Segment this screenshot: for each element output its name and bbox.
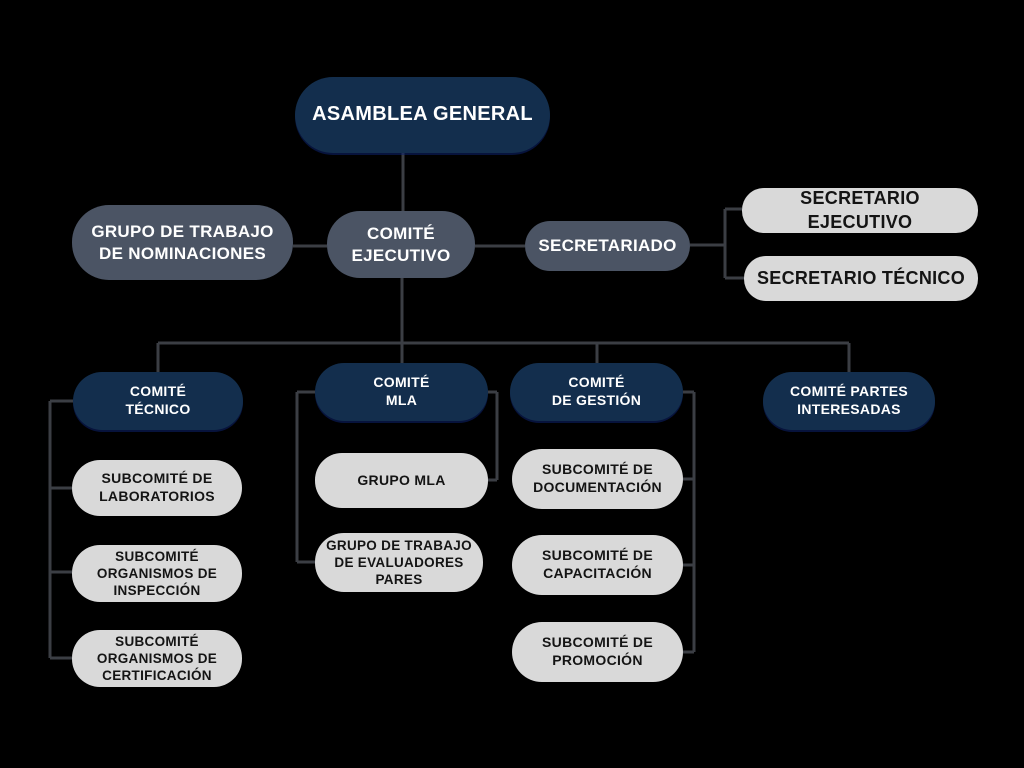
node-secretario-ejecutivo: SECRETARIO EJECUTIVO: [742, 188, 978, 233]
node-subcomite-documentacion: SUBCOMITÉ DE DOCUMENTACIÓN: [512, 449, 683, 509]
node-label: SECRETARIADO: [538, 236, 677, 256]
node-label: SECRETARIO EJECUTIVO: [800, 188, 920, 232]
node-label: SUBCOMITÉ DE PROMOCIÓN: [542, 634, 653, 668]
node-label: GRUPO MLA: [357, 471, 446, 488]
node-label: GRUPO DE TRABAJO DE NOMINACIONES: [91, 221, 274, 263]
node-grupo-trabajo-evaluadores-pares: GRUPO DE TRABAJO DE EVALUADORES PARES: [315, 533, 483, 592]
node-label: COMITÉ DE GESTIÓN: [551, 374, 642, 408]
node-subcomite-organismos-certificacion: SUBCOMITÉ ORGANISMOS DE CERTIFICACIÓN: [72, 630, 242, 687]
node-label: SUBCOMITÉ ORGANISMOS DE INSPECCIÓN: [96, 548, 218, 599]
node-label: COMITÉ EJECUTIVO: [351, 223, 451, 265]
node-comite-partes-interesadas: COMITÉ PARTES INTERESADAS: [763, 372, 935, 430]
node-grupo-trabajo-nominaciones: GRUPO DE TRABAJO DE NOMINACIONES: [72, 205, 293, 280]
node-subcomite-laboratorios: SUBCOMITÉ DE LABORATORIOS: [72, 460, 242, 516]
node-subcomite-capacitacion: SUBCOMITÉ DE CAPACITACIÓN: [512, 535, 683, 595]
node-label: COMITÉ PARTES INTERESADAS: [790, 383, 908, 417]
node-label: COMITÉ TÉCNICO: [125, 383, 191, 417]
node-comite-de-gestion: COMITÉ DE GESTIÓN: [510, 363, 683, 421]
node-label: COMITÉ MLA: [373, 374, 430, 408]
node-label: SUBCOMITÉ DE LABORATORIOS: [99, 470, 215, 504]
node-secretario-tecnico: SECRETARIO TÉCNICO: [744, 256, 978, 301]
node-secretariado: SECRETARIADO: [525, 221, 690, 271]
node-grupo-mla: GRUPO MLA: [315, 453, 488, 508]
node-subcomite-promocion: SUBCOMITÉ DE PROMOCIÓN: [512, 622, 683, 682]
node-comite-tecnico: COMITÉ TÉCNICO: [73, 372, 243, 430]
node-subcomite-organismos-inspeccion: SUBCOMITÉ ORGANISMOS DE INSPECCIÓN: [72, 545, 242, 602]
node-label: SUBCOMITÉ DE CAPACITACIÓN: [542, 547, 653, 581]
node-label: SECRETARIO TÉCNICO: [756, 267, 966, 288]
node-label: ASAMBLEA GENERAL: [312, 103, 533, 126]
node-asamblea-general: ASAMBLEA GENERAL: [295, 77, 550, 153]
node-label: SUBCOMITÉ DE DOCUMENTACIÓN: [533, 461, 662, 495]
node-comite-mla: COMITÉ MLA: [315, 363, 488, 421]
node-comite-ejecutivo: COMITÉ EJECUTIVO: [327, 211, 475, 278]
node-label: SUBCOMITÉ ORGANISMOS DE CERTIFICACIÓN: [96, 633, 218, 684]
node-label: GRUPO DE TRABAJO DE EVALUADORES PARES: [326, 537, 472, 588]
